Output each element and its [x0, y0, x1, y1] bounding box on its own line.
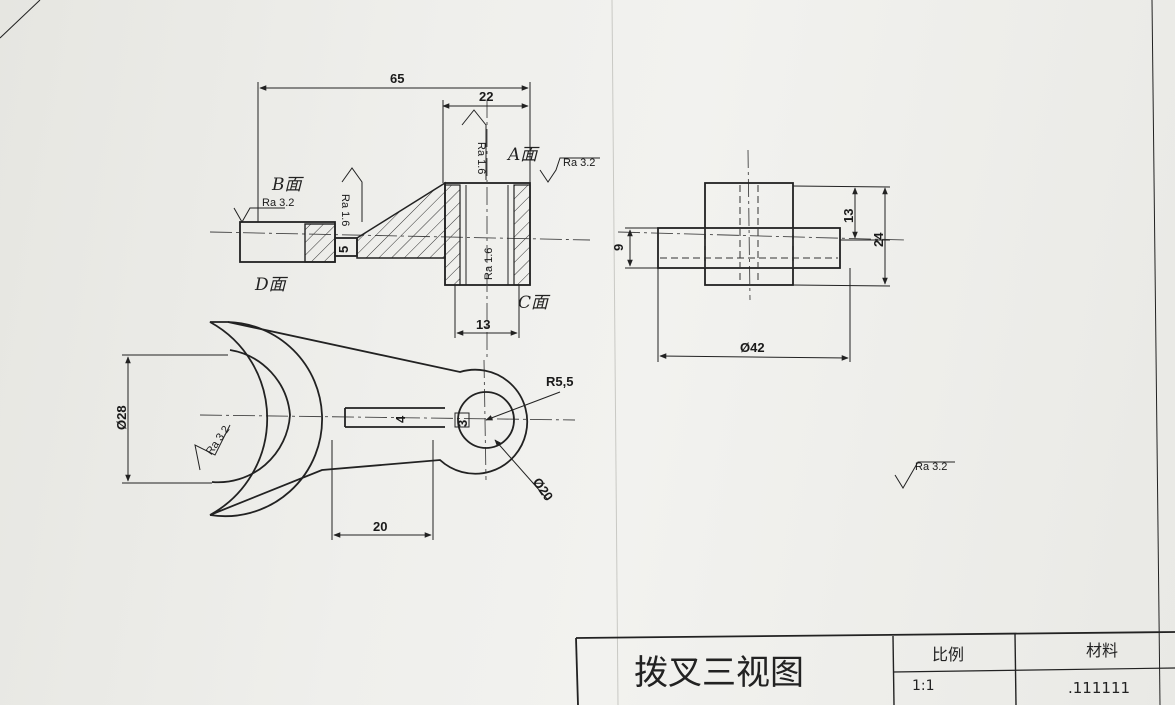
dim-r55: R5,5 — [546, 374, 573, 389]
label-d-face: D面 — [254, 275, 289, 295]
ra-a: Ra 3.2 — [563, 157, 595, 169]
label-b-face: B面 — [271, 175, 304, 195]
material-label: 材料 — [1086, 641, 1118, 660]
title-block: 拨叉三视图 比例 1:1 材料 .111111 — [575, 631, 1175, 705]
material-value: .111111 — [1068, 679, 1130, 697]
dim-dia20: Ø20 — [530, 475, 556, 504]
ra-top-view: Ra 3.2 — [204, 424, 232, 457]
label-a-face: A面 — [506, 145, 540, 165]
dim-65: 65 — [390, 71, 404, 86]
dim-3: 3 — [455, 420, 470, 427]
fork-outline — [209, 321, 529, 516]
rib-section — [356, 181, 446, 259]
scale-value: 1:1 — [912, 678, 935, 694]
scale-label: 比例 — [932, 645, 964, 664]
dim-side-13: 13 — [841, 209, 856, 223]
hatched-section — [304, 223, 336, 263]
dim-dia28: Ø28 — [114, 405, 129, 430]
label-c-face: C面 — [518, 293, 551, 313]
general-roughness: Ra 3.2 — [894, 461, 955, 489]
drawing-title: 拨叉三视图 — [634, 653, 804, 693]
dim-13: 13 — [476, 317, 490, 332]
ra-general: Ra 3.2 — [915, 461, 947, 473]
dim-side-dia42: Ø42 — [740, 340, 765, 355]
dim-20: 20 — [373, 519, 387, 534]
roughness-symbol — [233, 207, 285, 224]
ra-neck: Ra 1.6 — [339, 194, 351, 226]
dim-side-9: 9 — [611, 244, 626, 251]
dim-side-24: 24 — [871, 232, 886, 247]
front-view: 65 22 5 13 Ra 3.2 Ra 1.6 Ra 1.6 Ra 1.6 R… — [209, 71, 600, 360]
ra-top: Ra 1.6 — [475, 142, 487, 174]
side-view: 13 24 9 Ø42 — [611, 149, 906, 362]
ra-bore: Ra 1.6 — [483, 248, 495, 280]
dim-22: 22 — [479, 89, 493, 104]
dim-5: 5 — [336, 246, 351, 253]
top-view: Ø28 20 4 3 R5,5 Ø20 Ra 3.2 — [114, 321, 576, 540]
ra-b: Ra 3.2 — [262, 197, 294, 209]
dim-4: 4 — [393, 415, 408, 423]
